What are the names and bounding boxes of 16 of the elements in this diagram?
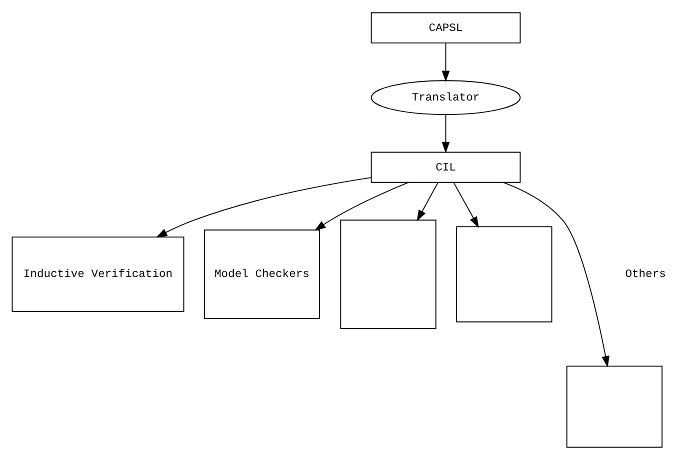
node-box (566, 366, 662, 448)
arrow (416, 182, 438, 222)
node-box: Model Checkers (204, 230, 320, 320)
arrow (314, 182, 409, 231)
arrow (442, 114, 450, 154)
arrow (156, 177, 372, 238)
arrow (453, 182, 479, 228)
node-box (456, 226, 552, 322)
label: Others (625, 269, 666, 282)
node-box: CIL (370, 152, 521, 183)
arrow (502, 182, 610, 368)
node-ellipse: Translator (370, 80, 521, 116)
node-box: CAPSL (370, 12, 521, 44)
node-box (340, 220, 436, 329)
arrow (442, 42, 450, 82)
node-box: Inductive Verification (12, 236, 184, 312)
